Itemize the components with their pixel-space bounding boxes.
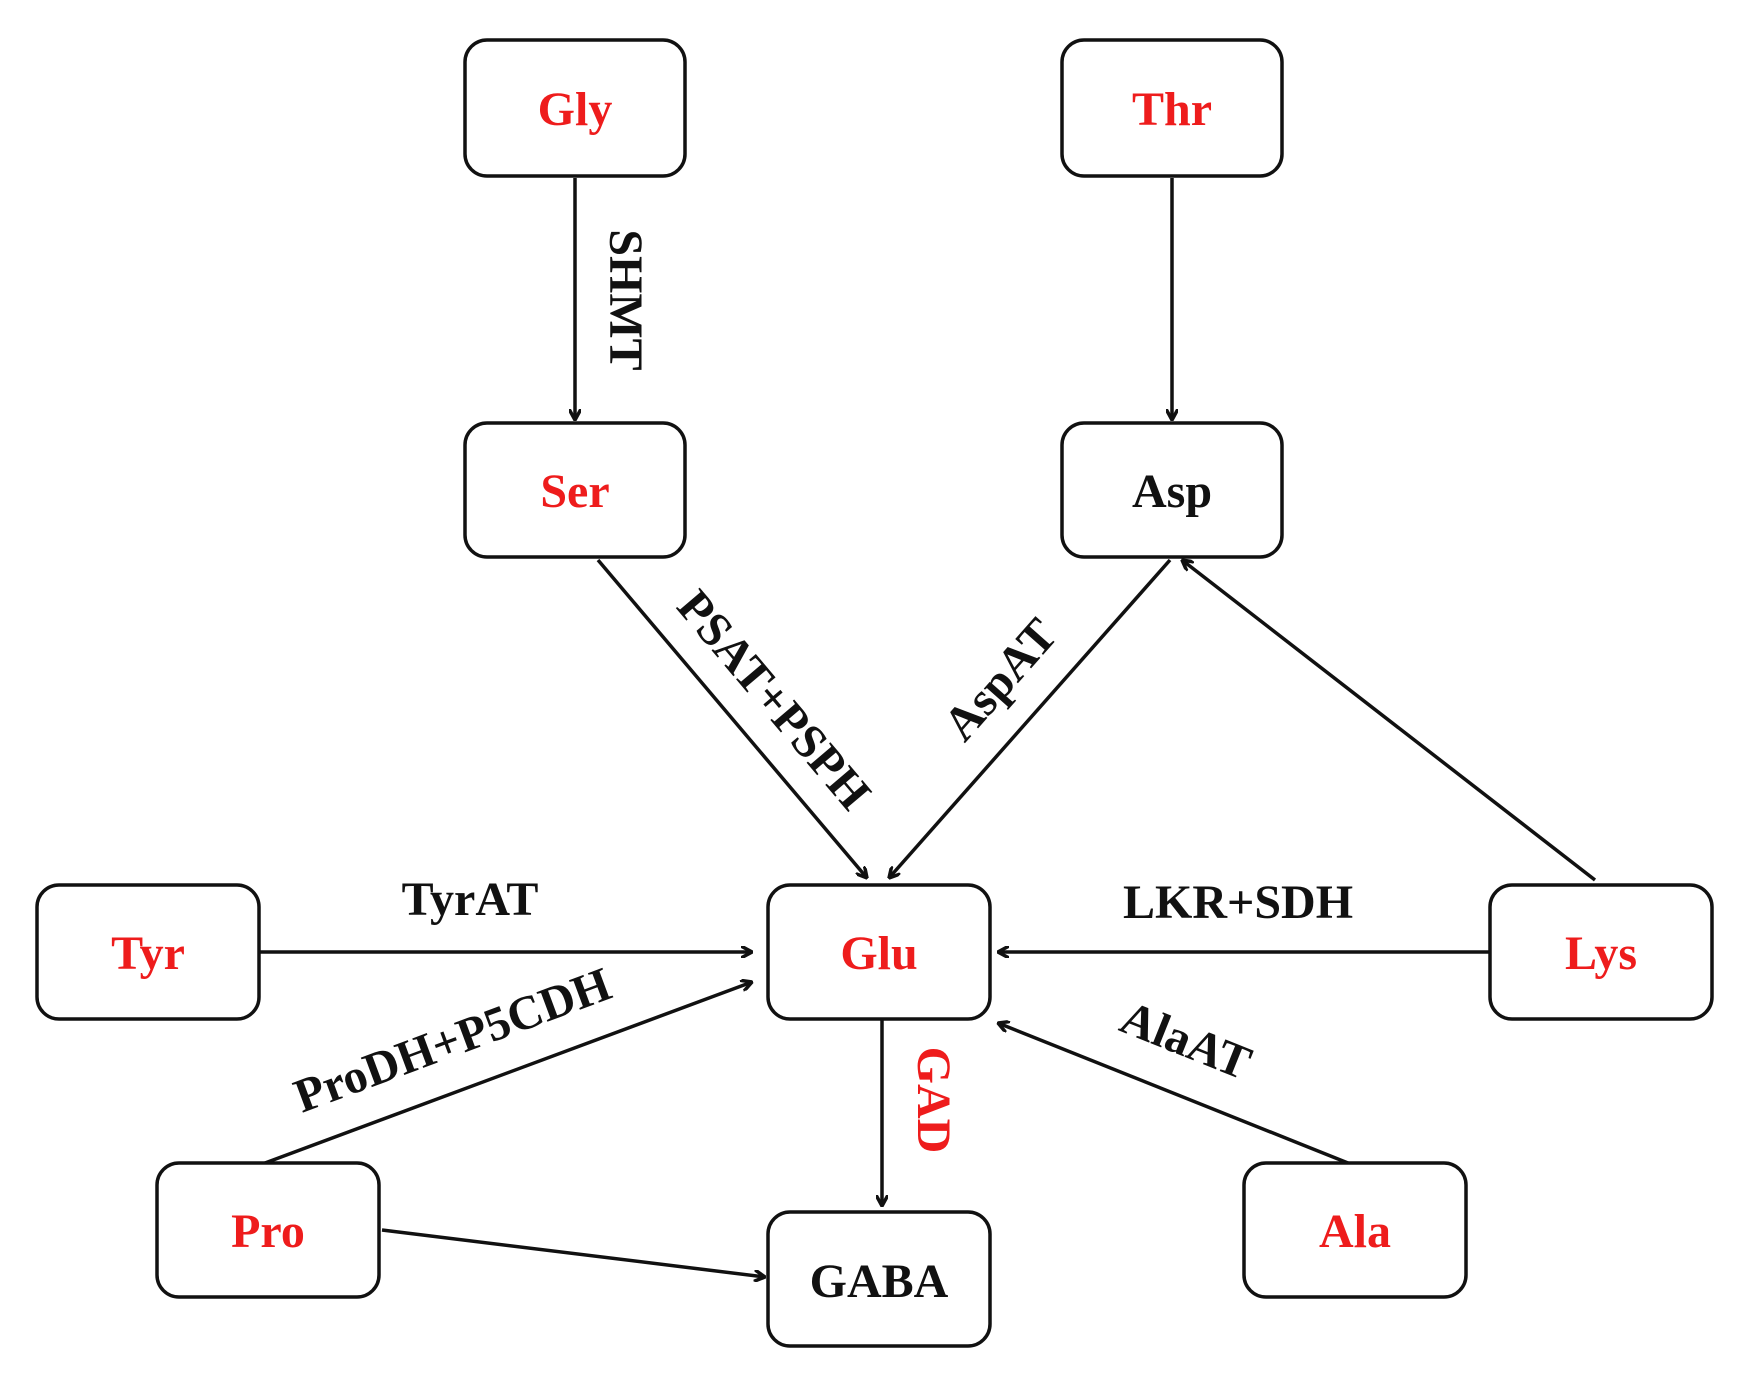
node-ser: Ser (463, 421, 687, 559)
node-asp: Asp (1060, 421, 1284, 559)
node-label-gly: Gly (538, 83, 613, 136)
node-label-thr: Thr (1132, 83, 1212, 136)
node-label-asp: Asp (1132, 465, 1212, 518)
edge-ser-glu (596, 558, 867, 878)
node-thr: Thr (1060, 38, 1284, 178)
edges (260, 178, 1597, 1277)
edge-pro-glu (264, 982, 752, 1165)
edge-lys-asp (1182, 560, 1597, 882)
nodes: Gly Thr Ser Asp Tyr Glu Lys Pro (35, 38, 1714, 1348)
edge-label-aspat: AspAT (933, 609, 1068, 751)
node-ala: Ala (1242, 1161, 1468, 1299)
edge-ala-glu (998, 1023, 1349, 1165)
node-label-pro: Pro (231, 1205, 305, 1258)
node-gaba: GABA (766, 1210, 992, 1348)
node-label-glu: Glu (840, 927, 917, 980)
node-pro: Pro (155, 1161, 381, 1299)
node-lys: Lys (1488, 883, 1714, 1021)
node-glu: Glu (766, 883, 992, 1021)
edge-pro-gaba (381, 1228, 765, 1277)
edge-label-lkr-sdh: LKR+SDH (1123, 876, 1353, 929)
edge-asp-glu (889, 558, 1172, 878)
node-tyr: Tyr (35, 883, 261, 1021)
edge-label-gad: GAD (907, 1047, 960, 1154)
node-label-ala: Ala (1319, 1205, 1391, 1258)
node-label-ser: Ser (540, 465, 609, 518)
edge-label-psat-psph: PSAT+PSPH (667, 580, 881, 820)
node-label-gaba: GABA (810, 1255, 949, 1308)
node-gly: Gly (463, 38, 687, 178)
node-label-tyr: Tyr (111, 927, 185, 980)
edge-label-tyrat: TyrAT (402, 873, 539, 926)
node-label-lys: Lys (1565, 927, 1637, 980)
edge-label-prodh-p5cdh: ProDH+P5CDH (287, 958, 618, 1124)
edge-label-alaat: AlaAT (1113, 991, 1258, 1090)
edge-label-shmt: SHMT (599, 229, 652, 370)
